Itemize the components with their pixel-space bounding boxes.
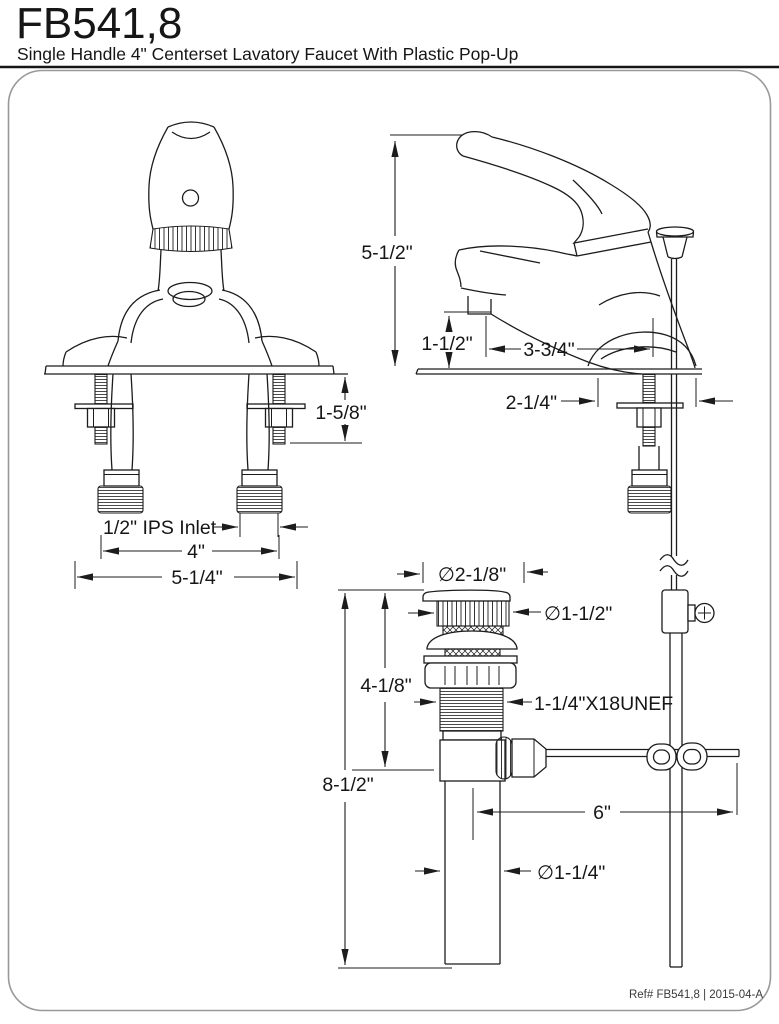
right-supply-inlet [236, 373, 283, 514]
dim-label-spout-reach: 3-3/4" [523, 339, 574, 361]
aerator-outlet [172, 290, 206, 308]
pivot-housing [439, 739, 506, 782]
dim-tailpiece-diameter: ∅1-1/4" [415, 862, 605, 884]
dim-label-faucet-centers: 4" [187, 541, 205, 563]
bonnet-knurl [149, 225, 233, 253]
page-title: FB541,8 [16, 0, 182, 48]
drawing-border [7, 69, 772, 1012]
dim-label-spout-height: 1-1/2" [421, 333, 472, 355]
dim-label-flange-diameter: ∅2-1/8" [438, 564, 506, 586]
dim-label-shank-length: 1-5/8" [315, 402, 366, 424]
dim-label-ips-inlet: 1/2" IPS Inlet [103, 517, 217, 539]
pivot-nut [511, 738, 547, 778]
drain-knurl-cap [436, 600, 510, 627]
dim-shank-length: 1-5/8" [290, 377, 367, 444]
dim-label-overall-height: 5-1/2" [361, 242, 412, 264]
dim-overall-length: 8-1/2" [322, 593, 452, 969]
dim-shank-thread: 1-1/4"X18UNEF [414, 693, 673, 715]
ref-note: Ref# FB541,8 | 2015-04-A [629, 989, 763, 1001]
handle-screw-hole [181, 189, 200, 207]
popup-drain-view: ∅2-1/8" ∅1-1/2" 4-1/8" 1-1/4"X18UNEF 8- [322, 562, 740, 969]
dim-label-overall-length: 8-1/2" [322, 774, 373, 796]
drain-flange [422, 589, 511, 602]
dim-faucet-centers: 4" [100, 535, 280, 563]
left-mounting-stud [74, 373, 134, 445]
dim-label-rod-reach: 6" [593, 802, 611, 824]
rod-break-mark [659, 554, 689, 566]
left-supply-inlet [97, 373, 144, 514]
dim-ips-inlet: 1/2" IPS Inlet [103, 513, 308, 539]
dim-overall-height: 5-1/2" [361, 134, 463, 366]
dim-rod-reach: 6" [472, 763, 738, 840]
dim-flange-diameter: ∅2-1/8" [397, 562, 548, 586]
dim-base-depth: 2-1/4" [506, 378, 733, 414]
front-view: 1-5/8" 1/2" IPS Inlet 4" 5-1/4" [44, 121, 367, 589]
dim-flange-to-pivot: 4-1/8" [338, 589, 434, 771]
dim-spout-height: 1-1/2" [421, 311, 491, 368]
dim-label-shank-thread: 1-1/4"X18UNEF [534, 693, 673, 715]
right-mounting-stud [246, 373, 306, 445]
lift-rod [655, 226, 715, 634]
drain-body [422, 589, 547, 965]
dim-spout-reach: 3-3/4" [485, 316, 654, 361]
dim-overall-width: 5-1/4" [74, 561, 298, 589]
spring-clip [646, 742, 708, 771]
dim-label-flange-to-pivot: 4-1/8" [360, 675, 411, 697]
side-view: 5-1/2" 1-1/2" 3-3/4" 2-1/4" [361, 130, 733, 634]
page-subtitle: Single Handle 4" Centerset Lavatory Fauc… [17, 44, 518, 64]
dim-label-base-depth: 2-1/4" [506, 392, 557, 414]
rod-extension-clamp [661, 589, 689, 634]
dim-stopper-diameter: ∅1-1/2" [408, 603, 612, 625]
aerator-rim [167, 281, 213, 301]
side-shank [616, 373, 684, 514]
drain-threaded-shank [439, 687, 504, 732]
drain-lock-nut [424, 662, 517, 689]
dim-label-stopper-diameter: ∅1-1/2" [544, 603, 612, 625]
dim-label-overall-width: 5-1/4" [171, 567, 222, 589]
dim-label-tailpiece-diameter: ∅1-1/4" [537, 862, 605, 884]
